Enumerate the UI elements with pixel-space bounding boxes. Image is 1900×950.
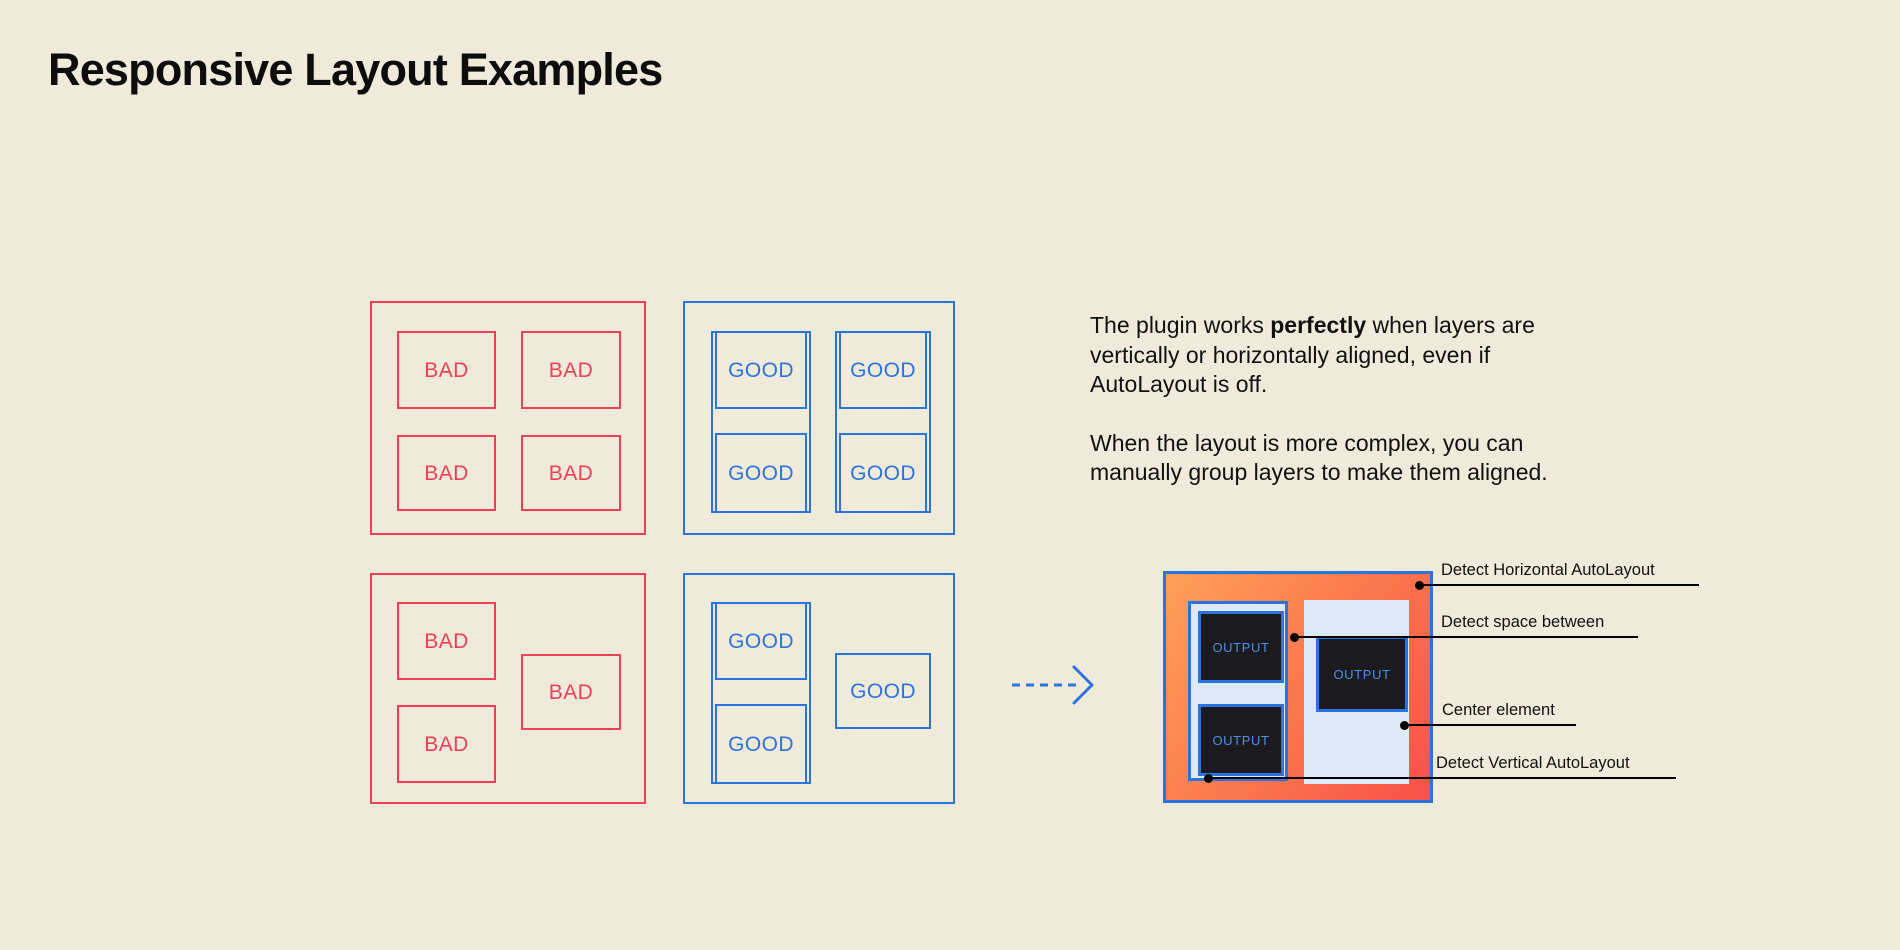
callout-label: Detect Vertical AutoLayout (1436, 754, 1630, 772)
cell-label: BAD (548, 358, 594, 382)
mockup-output-block: OUTPUT (1316, 636, 1408, 712)
cell-label: BAD (424, 358, 469, 382)
cell-label: GOOD (850, 679, 916, 703)
mockup-output-block: OUTPUT (1198, 611, 1284, 683)
bad-complex-cell: BAD (397, 602, 496, 680)
mockup-left-column: OUTPUT OUTPUT (1188, 601, 1288, 781)
example-panel-bad-grid: BAD BAD BAD BAD (370, 301, 646, 535)
good-grid-cell: GOOD (839, 331, 927, 409)
mockup-output-label: OUTPUT (1212, 639, 1270, 655)
example-panel-good-complex: GOOD GOOD GOOD (683, 573, 955, 804)
good-complex-cell: GOOD (715, 602, 807, 680)
good-complex-cell: GOOD (715, 704, 807, 784)
cell-label: BAD (548, 461, 594, 485)
callout-label: Detect Horizontal AutoLayout (1441, 561, 1655, 579)
description-text-block: The plugin works perfectly when layers a… (1090, 311, 1560, 488)
bad-complex-cell: BAD (521, 654, 621, 730)
cell-label: BAD (548, 680, 594, 704)
paragraph-1-emphasis: perfectly (1270, 312, 1367, 338)
cell-label: GOOD (728, 358, 794, 382)
mockup-output-block: OUTPUT (1198, 704, 1284, 776)
bad-complex-cell: BAD (397, 705, 496, 783)
callout-underline (1442, 724, 1576, 726)
good-grid-cell: GOOD (839, 433, 927, 513)
good-complex-cell: GOOD (835, 653, 931, 729)
callout-underline (1441, 636, 1638, 638)
description-paragraph-1: The plugin works perfectly when layers a… (1090, 311, 1560, 400)
bad-grid-cell: BAD (397, 331, 496, 409)
example-panel-good-grid: GOOD GOOD GOOD GOOD (683, 301, 955, 535)
cell-label: GOOD (728, 461, 794, 485)
cell-label: BAD (424, 461, 469, 485)
description-paragraph-2: When the layout is more complex, you can… (1090, 429, 1548, 486)
good-grid-cell: GOOD (715, 433, 807, 513)
output-mockup-frame: OUTPUT OUTPUT OUTPUT (1163, 571, 1433, 803)
callout-underline (1436, 777, 1676, 779)
example-panel-bad-complex: BAD BAD BAD (370, 573, 646, 804)
cell-label: GOOD (728, 732, 794, 756)
page-title: Responsive Layout Examples (48, 44, 663, 95)
good-grid-cell: GOOD (715, 331, 807, 409)
cell-label: GOOD (850, 358, 916, 382)
cell-label: BAD (424, 732, 469, 756)
paragraph-1-tail: when layers are vertically or horizontal… (1090, 312, 1535, 397)
cell-label: BAD (424, 629, 469, 653)
mockup-output-label: OUTPUT (1333, 666, 1391, 682)
dashed-arrow-right-icon (1012, 665, 1094, 705)
paragraph-1-lead: The plugin works (1090, 312, 1271, 338)
callout-label: Center element (1442, 701, 1555, 719)
bad-grid-cell: BAD (521, 435, 621, 511)
bad-grid-cell: BAD (521, 331, 621, 409)
bad-grid-cell: BAD (397, 435, 496, 511)
cell-label: GOOD (728, 629, 794, 653)
callout-label: Detect space between (1441, 613, 1605, 631)
callout-underline (1441, 584, 1699, 586)
cell-label: GOOD (850, 461, 916, 485)
mockup-output-label: OUTPUT (1212, 732, 1270, 748)
